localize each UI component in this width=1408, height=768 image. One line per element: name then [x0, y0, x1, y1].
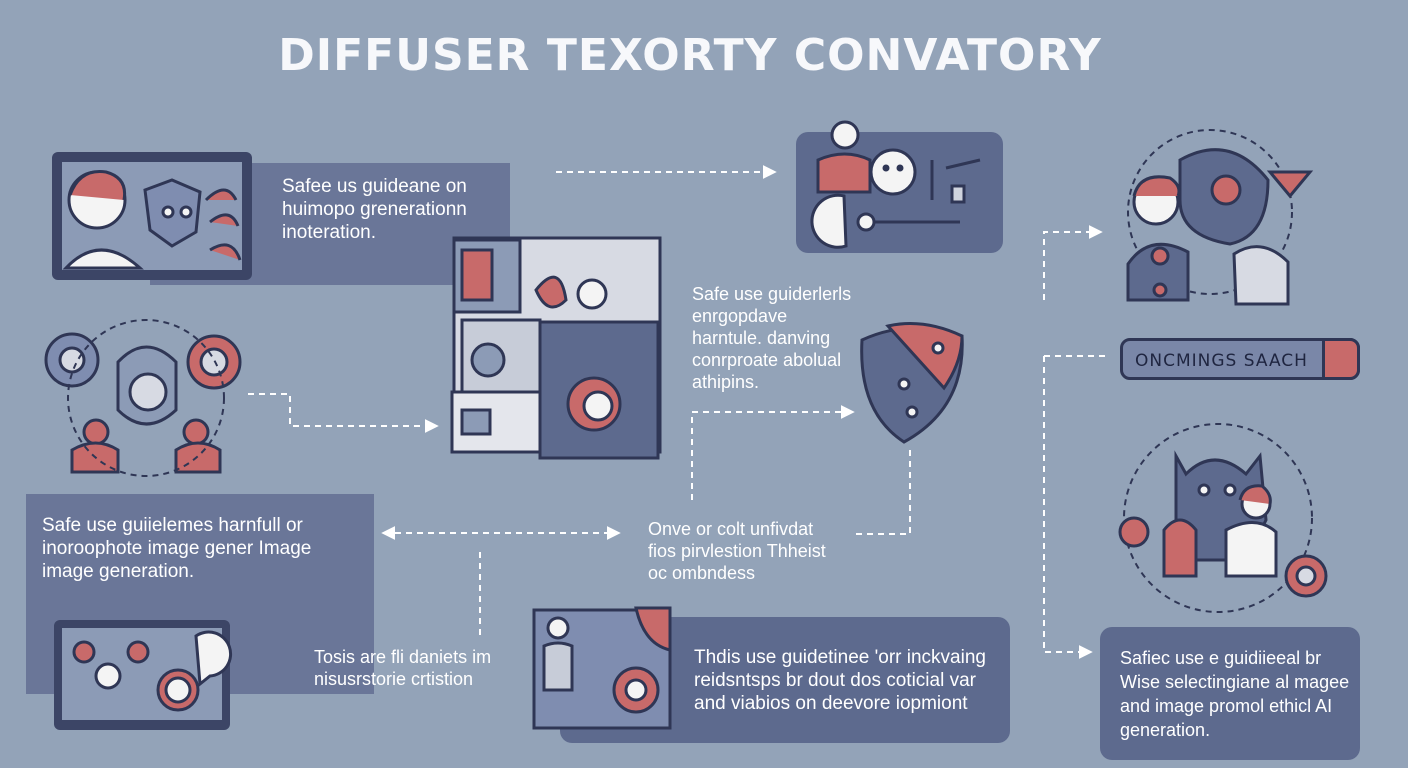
person-face-icon — [62, 169, 242, 270]
document-stack-illustration — [450, 236, 662, 460]
award-icon — [1322, 338, 1360, 380]
warning-icons — [72, 630, 233, 712]
page-title: DIFFUSER TEXORTY CONVATORY — [278, 30, 1102, 81]
gear-icon — [44, 332, 242, 390]
team-mascot-illustration — [1118, 423, 1328, 613]
shield-icon — [860, 322, 964, 444]
person-with-gear-illustration — [532, 606, 672, 730]
search-pill-label: ONCMINGS SAACH — [1135, 351, 1308, 371]
person-ai-head-illustration — [1126, 129, 1314, 306]
search-pill[interactable]: ONCMINGS SAACH — [1120, 338, 1360, 380]
panel-bottom-right — [1100, 627, 1360, 760]
dashed-ring — [67, 319, 225, 477]
connector-arrows — [248, 165, 1110, 659]
person-gear-illustration — [810, 120, 981, 249]
